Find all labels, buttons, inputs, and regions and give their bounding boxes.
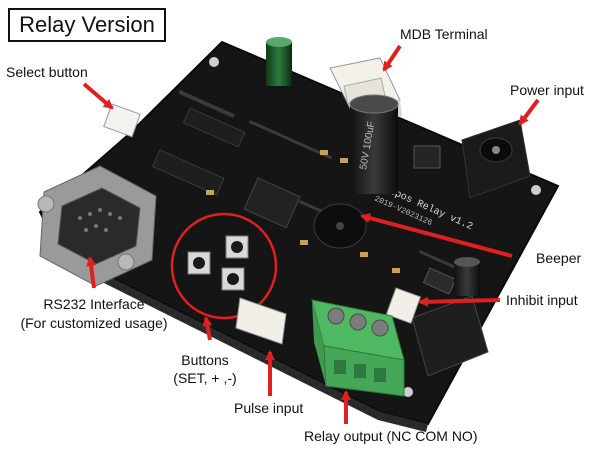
- label-mdb-terminal: MDB Terminal: [400, 26, 488, 42]
- arrow-mdb-terminal: [382, 44, 402, 72]
- arrow-select-button: [82, 82, 114, 110]
- callout-arrows: [82, 44, 540, 424]
- relay-component: [411, 295, 489, 377]
- rs232-db9-connector: [37, 165, 157, 287]
- small-capacitor: [454, 257, 480, 296]
- beeper-component: [313, 203, 367, 249]
- buttons-highlight-circle: [170, 212, 278, 320]
- large-capacitor: 50V 100uF: [349, 94, 399, 194]
- page-title: Relay Version: [8, 8, 166, 42]
- label-inhibit-input: Inhibit input: [506, 292, 578, 308]
- regulator-chip: [413, 145, 441, 169]
- label-buttons-line2: (SET, + ,-): [173, 370, 237, 386]
- arrow-beeper: [360, 213, 513, 258]
- arrow-buttons: [202, 316, 213, 341]
- label-rs232-line1: RS232 Interface: [43, 296, 145, 312]
- label-relay-output: Relay output (NC COM NO): [304, 428, 478, 444]
- power-jack: [461, 119, 531, 199]
- label-beeper: Beeper: [536, 250, 582, 266]
- inhibit-connector: [385, 287, 422, 324]
- green-capacitor: [266, 37, 292, 86]
- arrow-inhibit-input: [418, 296, 501, 307]
- label-buttons-line1: Buttons: [181, 352, 229, 368]
- label-power-input: Power input: [510, 82, 584, 98]
- select-button-connector: [103, 103, 141, 138]
- label-select-button: Select button: [6, 64, 88, 80]
- label-rs232-line2: (For customized usage): [20, 315, 168, 331]
- arrow-power-input: [518, 98, 540, 126]
- relay-output-terminal: [311, 299, 405, 397]
- label-pulse-input: Pulse input: [234, 400, 304, 416]
- arrow-rs232: [86, 256, 97, 289]
- pulse-input-connector: [235, 297, 287, 345]
- buttons-group: [187, 235, 249, 291]
